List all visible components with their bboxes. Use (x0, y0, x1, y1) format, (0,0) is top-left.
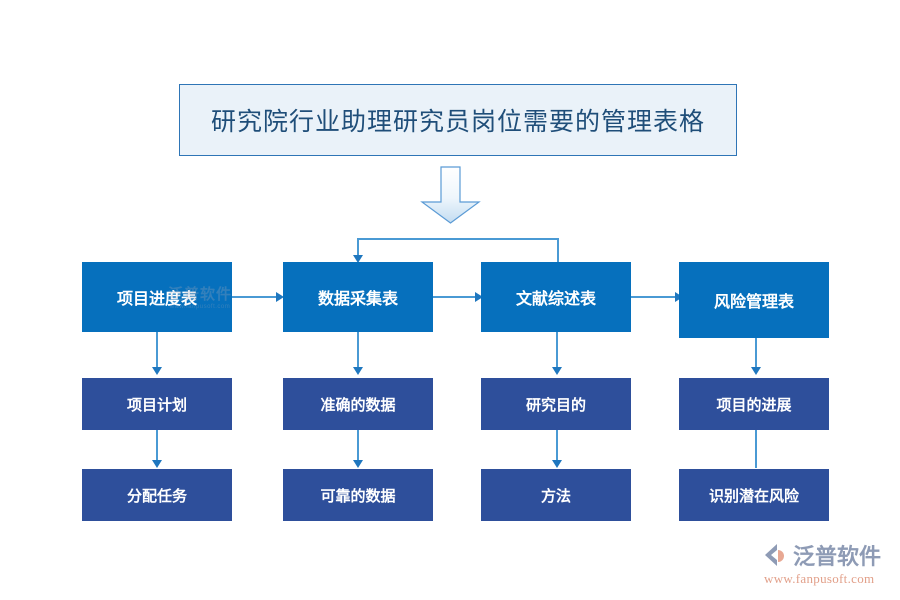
arrow-col2-to-col3-head-icon (475, 292, 483, 302)
bracket-horizontal-connector (357, 238, 558, 240)
node-col2-item2-label: 可靠的数据 (320, 487, 396, 505)
connector-col1-row2-arrowhead-icon (152, 367, 162, 375)
node-col1-header-label: 项目进度表 (116, 291, 197, 308)
connector-col3-row2-row3 (556, 430, 558, 463)
node-col3-header[interactable]: 文献综述表 (481, 262, 631, 332)
arrow-col1-to-col2-head-icon (276, 292, 284, 302)
node-col4-item1-label: 项目的进展 (716, 396, 792, 414)
block-arrow-down-icon (419, 166, 482, 225)
node-col4-item2-label: 识别潜在风险 (708, 487, 799, 505)
node-col4-header-label: 风险管理表 (713, 294, 794, 311)
connector-col3-row1-row2 (556, 332, 558, 370)
node-col1-item2[interactable]: 分配任务 (82, 469, 232, 521)
node-col2-header-label: 数据采集表 (317, 291, 398, 308)
node-col3-item2[interactable]: 方法 (481, 469, 631, 521)
bracket-right-leg-connector (557, 238, 559, 263)
arrow-col2-to-col3-line (433, 296, 479, 298)
fanpusoft-logo-mark-icon (762, 541, 790, 569)
node-col3-item1[interactable]: 研究目的 (481, 378, 631, 430)
bracket-left-leg-connector (357, 238, 359, 260)
connector-col3-row3-arrowhead-icon (552, 460, 562, 468)
connector-col4-row2-row3 (755, 430, 757, 468)
connector-col2-row2-arrowhead-icon (353, 367, 363, 375)
node-col3-item2-label: 方法 (540, 487, 571, 505)
connector-col1-row2-row3 (156, 430, 158, 463)
fanpusoft-logo-url: www.fanpusoft.com (764, 571, 875, 586)
diagram-title-box: 研究院行业助理研究员岗位需要的管理表格 (179, 84, 737, 156)
connector-col1-row3-arrowhead-icon (152, 460, 162, 468)
connector-col4-row2-arrowhead-icon (751, 367, 761, 375)
connector-col3-row2-arrowhead-icon (552, 367, 562, 375)
connector-col4-row1-row2 (755, 338, 757, 370)
fanpusoft-logo: 泛普软件 www.fanpusoft.com (762, 540, 894, 590)
node-col3-item1-label: 研究目的 (525, 396, 586, 414)
node-col4-header[interactable]: 风险管理表 (679, 262, 829, 338)
node-col1-item1[interactable]: 项目计划 (82, 378, 232, 430)
arrow-col3-to-col4-line (631, 296, 679, 298)
node-col3-header-label: 文献综述表 (515, 291, 596, 308)
node-col2-item1[interactable]: 准确的数据 (283, 378, 433, 430)
connector-col1-row1-row2 (156, 332, 158, 370)
node-col1-header[interactable]: 项目进度表 (82, 262, 232, 332)
node-col1-item2-label: 分配任务 (126, 487, 187, 505)
fanpusoft-logo-name: 泛普软件 (793, 544, 882, 569)
connector-col2-row3-arrowhead-icon (353, 460, 363, 468)
diagram-title: 研究院行业助理研究员岗位需要的管理表格 (210, 109, 705, 136)
node-col2-item2[interactable]: 可靠的数据 (283, 469, 433, 521)
connector-col2-row1-row2 (357, 332, 359, 370)
node-col4-item2[interactable]: 识别潜在风险 (679, 469, 829, 521)
bracket-left-arrowhead-icon (353, 255, 363, 263)
node-col2-item1-label: 准确的数据 (320, 396, 396, 414)
node-col1-item1-label: 项目计划 (126, 396, 187, 414)
node-col4-item1[interactable]: 项目的进展 (679, 378, 829, 430)
arrow-col1-to-col2-line (232, 296, 280, 298)
connector-col2-row2-row3 (357, 430, 359, 463)
node-col2-header[interactable]: 数据采集表 (283, 262, 433, 332)
